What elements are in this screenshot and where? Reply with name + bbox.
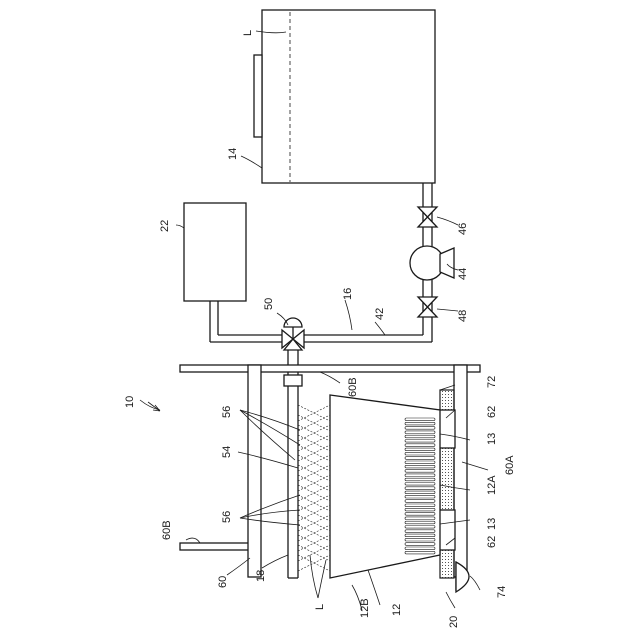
groove-slot [405,448,435,451]
groove-slot [405,478,435,481]
groove-slot [405,534,435,537]
groove-slot [405,491,435,494]
nozzle-pipe [284,350,302,578]
groove-slot [405,435,435,438]
label-13-bottom: 13 [486,518,498,530]
groove-slot [405,495,435,498]
groove-slot [405,504,435,507]
label-48: 48 [457,310,469,322]
leader-60B-top [320,372,340,383]
label-74: 74 [496,586,508,598]
label-60A: 60A [504,455,516,475]
leader-74 [470,576,480,590]
frame-top-bar [180,365,480,372]
valve-48-upper [418,297,437,307]
leader-20 [446,592,455,608]
frame-post-left [248,365,261,577]
leader-60 [227,558,250,575]
label-18: 18 [255,570,267,582]
label-10: 10 [124,396,136,408]
leader-L-bottom-2 [318,560,326,598]
groove-slot [405,508,435,511]
label-72: 72 [486,376,498,388]
label-62-top: 62 [486,406,498,418]
nozzle-coupling [284,375,302,386]
tank [254,10,435,183]
leader-14 [241,156,262,168]
groove-slot [405,444,435,447]
label-L-bottom: L [314,604,326,610]
label-60B-left: 60B [161,520,173,540]
label-13-top: 13 [486,433,498,445]
leader-42 [375,322,385,335]
label-L-tank: L [242,30,254,36]
groove-slot [405,418,435,421]
groove-slot [405,431,435,434]
valve-46-upper [418,207,437,217]
groove-slot [405,483,435,486]
leader-22 [176,225,184,228]
spray-mesh [298,405,330,571]
label-42: 42 [374,308,386,320]
groove-slot [405,470,435,473]
label-60B-top: 60B [347,377,359,397]
groove-slot [405,543,435,546]
label-14: 14 [227,148,239,160]
pump-44 [410,246,454,280]
valve-46-lower [418,217,437,227]
groove-slot [405,530,435,533]
pump-body [410,246,444,280]
label-56-top: 56 [221,406,233,418]
groove-slot [405,526,435,529]
groove-slot [405,457,435,460]
leader-18 [262,555,288,568]
groove-slot [405,513,435,516]
groove-slot [405,465,435,468]
label-54: 54 [221,446,233,458]
label-12A: 12A [486,475,498,495]
label-12B: 12B [359,598,371,618]
groove-slot [405,427,435,430]
frame-post-right [454,365,467,577]
groove-slot [405,422,435,425]
leader-72 [440,385,455,390]
label-60: 60 [217,576,229,588]
tank-side-plate [254,55,262,137]
label-22: 22 [159,220,171,232]
groove-slot [405,440,435,443]
label-46: 46 [457,223,469,235]
label-16: 16 [342,288,354,300]
valve-50 [282,318,304,350]
groove-slot [405,521,435,524]
groove-slot [405,547,435,550]
frame-left-bar [180,543,255,550]
leader-46 [437,217,458,225]
groove-slot [405,517,435,520]
label-56-bottom: 56 [221,511,233,523]
groove-slot [405,487,435,490]
leader-48 [437,309,458,311]
groove-slot [405,461,435,464]
groove-slot [405,452,435,455]
valve-46 [418,207,437,227]
sheet [330,395,440,578]
valve-48 [418,297,437,317]
leader-16 [345,300,352,330]
groove-slot [405,474,435,477]
groove-slot [405,538,435,541]
label-20: 20 [448,616,460,628]
tank-body [262,10,435,183]
label-44: 44 [457,268,469,280]
valve-48-lower [418,307,437,317]
label-62-bottom: 62 [486,536,498,548]
label-12: 12 [391,604,403,616]
controller-box [184,203,246,301]
leader-60B-left [186,538,200,543]
label-50: 50 [263,298,275,310]
pump-base [440,248,454,278]
groove-slot [405,551,435,554]
groove-slot [405,500,435,503]
